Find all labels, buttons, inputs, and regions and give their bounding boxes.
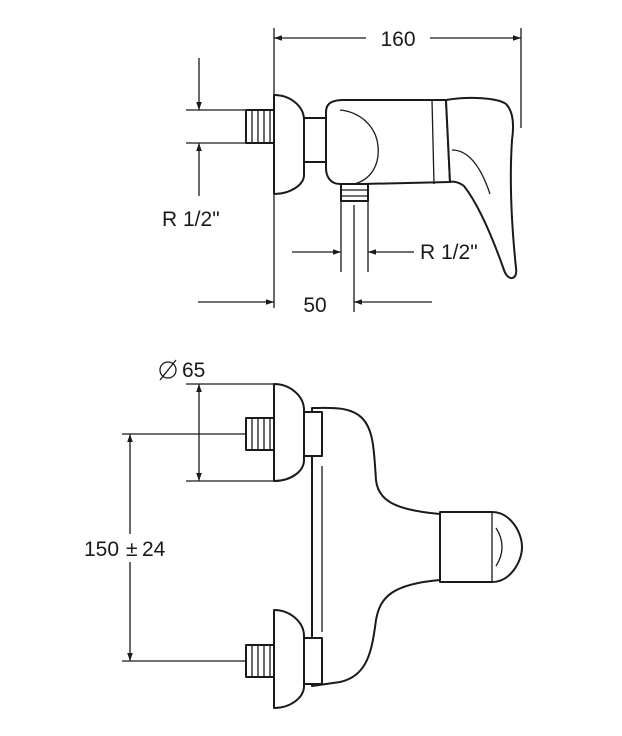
dim-thread-outlet: R 1/2" — [420, 241, 478, 264]
front-upper-flange — [273, 383, 305, 482]
plus-minus-symbol: ± — [126, 538, 138, 561]
inlet-thread — [245, 109, 275, 144]
connector-nut — [303, 117, 327, 163]
diameter-symbol — [159, 361, 177, 379]
front-upper-thread — [245, 417, 275, 451]
dim-thread-inlet: R 1/2" — [162, 208, 220, 231]
front-lower-thread — [245, 644, 275, 678]
front-view: 65 150 ± 24 — [84, 359, 523, 709]
front-mixer-body — [311, 406, 441, 687]
front-lower-flange — [273, 609, 305, 709]
lever-handle — [445, 96, 518, 279]
dim-spacing-150: 150 — [84, 538, 119, 561]
dim-depth-50: 50 — [303, 294, 326, 317]
outlet-thread — [340, 183, 369, 202]
wall-flange — [273, 94, 305, 195]
side-view: 160 R 1/2" R 1/2" 50 — [162, 28, 522, 317]
dim-diameter-65: 65 — [182, 359, 205, 382]
control-knob — [439, 511, 523, 583]
mixer-body — [325, 99, 451, 185]
front-lower-nut — [303, 637, 323, 685]
dim-tolerance-24: 24 — [142, 538, 166, 561]
front-upper-nut — [303, 411, 323, 457]
dim-width-160: 160 — [380, 28, 415, 51]
